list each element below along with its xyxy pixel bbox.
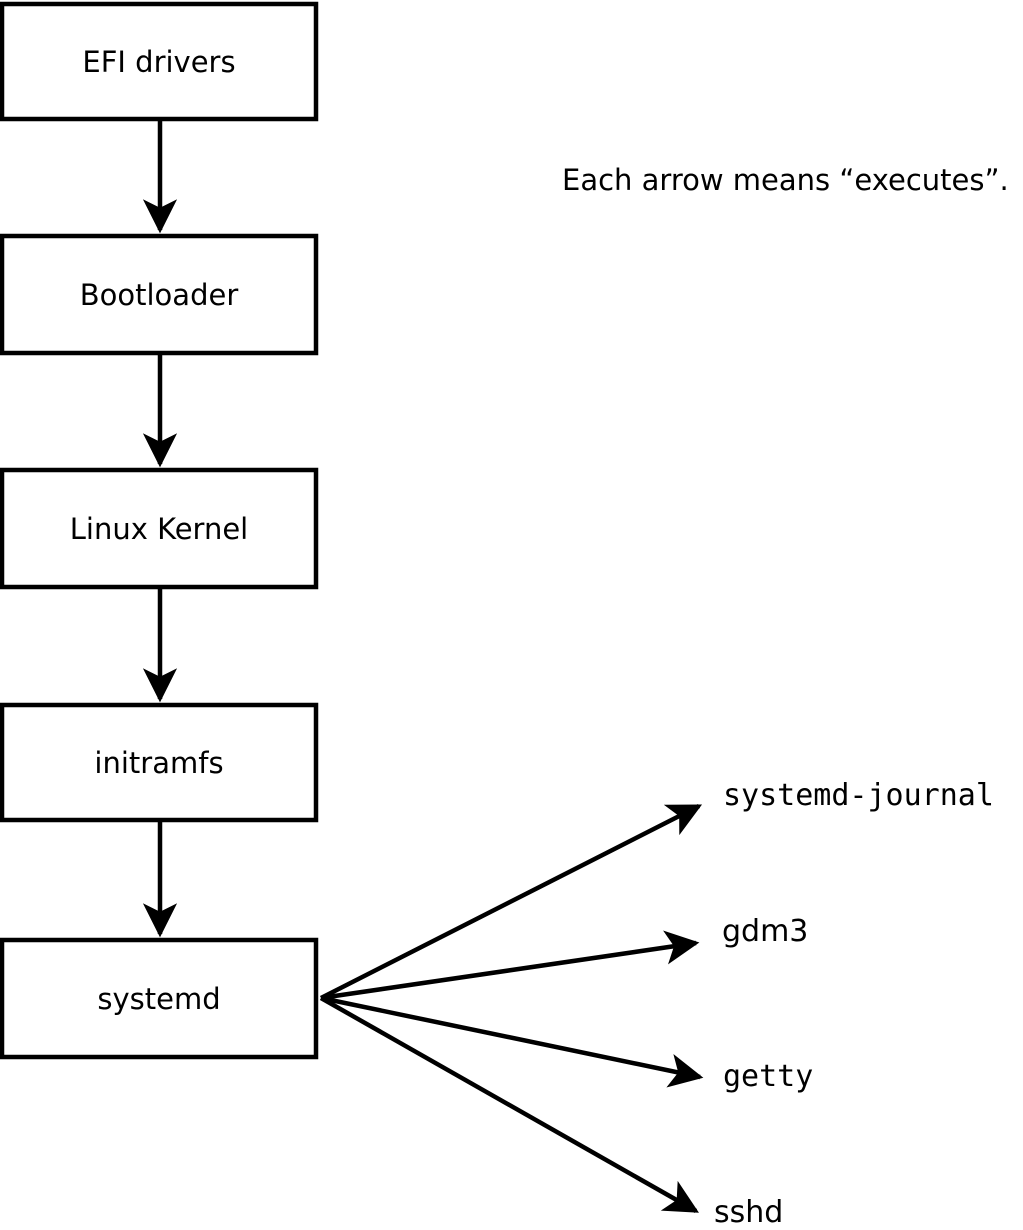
- service-label-gdm3: gdm3: [722, 914, 808, 949]
- node-efi-drivers-box: [0, 1, 319, 122]
- arrow-systemd-to-gdm3: [320, 930, 700, 1001]
- node-efi-drivers: EFI drivers: [0, 1, 319, 122]
- node-linux-kernel: Linux Kernel: [0, 467, 319, 590]
- arrow-systemd-to-getty: [320, 995, 704, 1088]
- node-efi-drivers-label: EFI drivers: [82, 45, 235, 79]
- arrow-systemd-to-sshd: [319, 996, 699, 1213]
- node-systemd-box: [0, 937, 319, 1060]
- node-bootloader-label: Bootloader: [80, 278, 239, 312]
- service-label-sshd: sshd: [714, 1195, 783, 1230]
- node-bootloader: Bootloader: [0, 233, 319, 356]
- node-bootloader-box: [0, 233, 319, 356]
- node-systemd-label: systemd: [97, 982, 220, 1016]
- arrow-systemd-to-journal: [319, 803, 703, 1001]
- service-label-getty: getty: [723, 1059, 813, 1094]
- node-systemd: systemd: [0, 937, 319, 1060]
- node-linux-kernel-label: Linux Kernel: [70, 512, 248, 546]
- node-initramfs-box: [0, 702, 319, 823]
- service-label-systemd-journal: systemd-journal: [723, 778, 994, 813]
- node-initramfs: initramfs: [0, 702, 319, 823]
- node-initramfs-label: initramfs: [94, 746, 223, 780]
- arrow-meaning-note: Each arrow means “executes”.: [562, 163, 1009, 197]
